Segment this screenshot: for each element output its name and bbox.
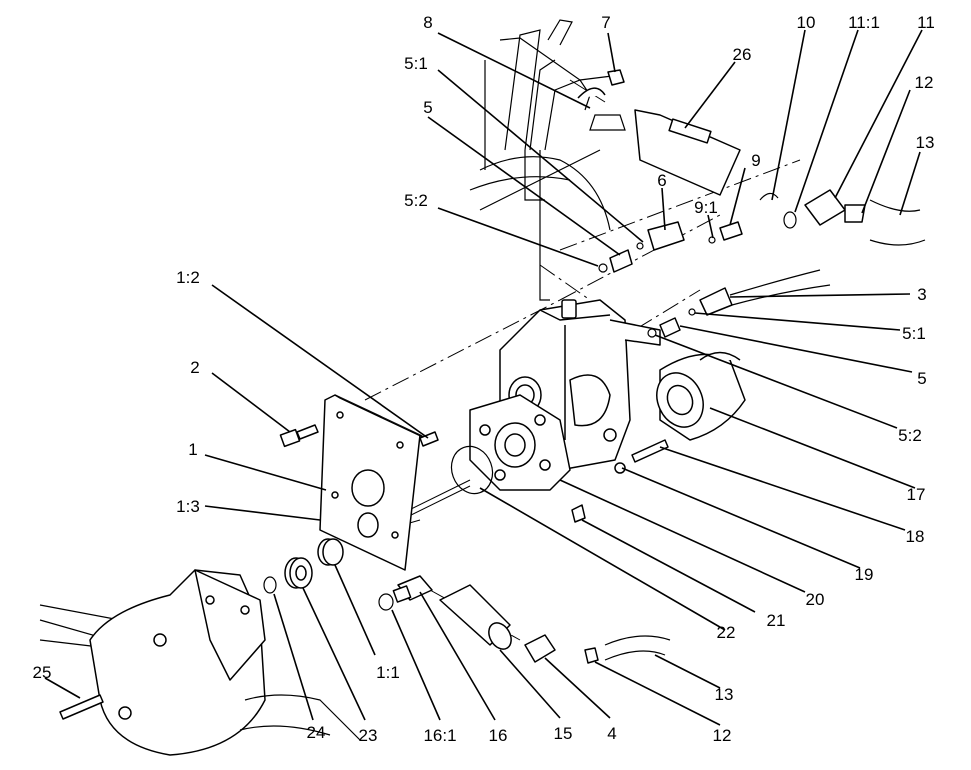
callout-1: 1 xyxy=(188,440,197,459)
oil-filter xyxy=(656,351,746,441)
callout-19: 19 xyxy=(855,565,874,584)
washer xyxy=(614,462,626,474)
callout-23: 23 xyxy=(359,726,378,745)
callout-10: 10 xyxy=(797,13,816,32)
gearbox-bolt xyxy=(59,694,104,720)
callout-20: 20 xyxy=(806,590,825,609)
callout-8: 8 xyxy=(423,13,432,32)
mounting-plate xyxy=(319,394,426,571)
callout-9: 9 xyxy=(751,151,760,170)
shaft-seal xyxy=(317,538,344,566)
callout-5-lower: 5 xyxy=(917,369,926,388)
callout-18: 18 xyxy=(906,527,925,546)
callout-1-1: 1:1 xyxy=(376,663,400,682)
hose-fitting-lower xyxy=(584,647,599,664)
callout-9-1: 9:1 xyxy=(694,198,718,217)
long-bolt xyxy=(631,439,669,463)
sensor-switch xyxy=(439,584,512,650)
gearbox-housing xyxy=(39,569,361,756)
callout-22: 22 xyxy=(717,623,736,642)
dowel-pin xyxy=(419,431,439,447)
callout-17: 17 xyxy=(907,485,926,504)
pump-side-fittings xyxy=(647,269,831,338)
callout-26: 26 xyxy=(733,45,752,64)
callout-11-1: 11:1 xyxy=(848,13,880,32)
connector xyxy=(524,634,556,663)
decal xyxy=(634,109,741,196)
callout-5-2-lower: 5:2 xyxy=(898,426,922,445)
callout-16-1: 16:1 xyxy=(423,726,456,745)
callout-5-2-upper: 5:2 xyxy=(404,191,428,210)
clip xyxy=(577,87,606,99)
callout-5-1-lower: 5:1 xyxy=(902,324,926,343)
callout-labels: 8 7 10 11:1 11 26 5:1 12 5 13 9 6 9:1 5:… xyxy=(33,13,935,745)
leader-lines xyxy=(44,29,923,726)
nut-top xyxy=(607,69,625,86)
callout-25: 25 xyxy=(33,663,52,682)
callout-12-upper: 12 xyxy=(915,73,934,92)
nut xyxy=(571,504,586,523)
hose-lower xyxy=(604,635,671,646)
callout-13-upper: 13 xyxy=(916,133,935,152)
callout-3: 3 xyxy=(917,285,926,304)
callout-1-3: 1:3 xyxy=(176,497,200,516)
o-ring xyxy=(450,445,494,495)
callout-5-1-upper: 5:1 xyxy=(404,54,428,73)
snap-ring xyxy=(263,576,277,594)
drive-gear xyxy=(284,557,313,589)
callout-7: 7 xyxy=(601,13,610,32)
callout-13-lower: 13 xyxy=(715,685,734,704)
callout-16: 16 xyxy=(489,726,508,745)
callout-6: 6 xyxy=(657,171,666,190)
bolt xyxy=(279,424,319,448)
fitting-o-ring xyxy=(378,593,394,611)
callout-15: 15 xyxy=(554,724,573,743)
callout-4: 4 xyxy=(607,724,616,743)
callout-24: 24 xyxy=(307,723,326,742)
upper-fittings xyxy=(598,189,926,273)
frame-structure xyxy=(469,19,626,301)
callout-12-lower: 12 xyxy=(713,726,732,745)
callout-5-upper: 5 xyxy=(423,98,432,117)
callout-2: 2 xyxy=(190,358,199,377)
callout-1-2: 1:2 xyxy=(176,268,200,287)
elbow-fitting xyxy=(392,575,433,603)
callout-21: 21 xyxy=(767,611,786,630)
callout-11: 11 xyxy=(917,13,935,32)
